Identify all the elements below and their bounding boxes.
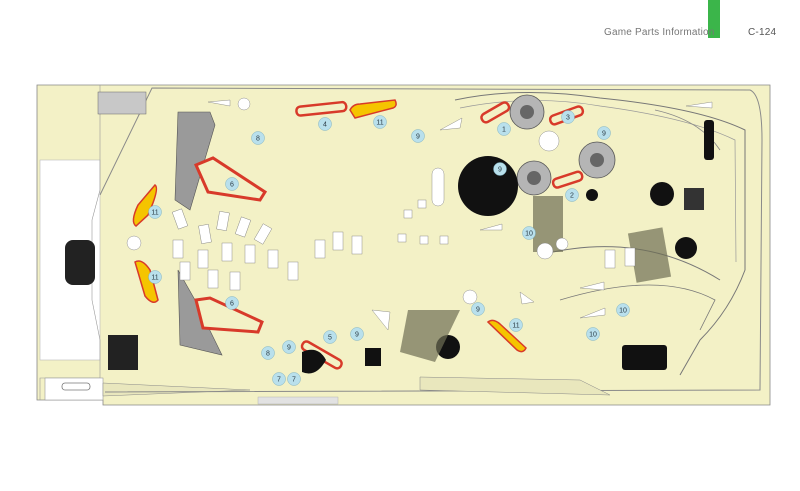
- callout-7a: 7: [272, 372, 286, 386]
- callout-9a-label: 9: [416, 134, 420, 141]
- callout-8b: 8: [261, 346, 275, 360]
- callout-10b: 10: [616, 303, 630, 317]
- callout-1-label: 1: [502, 127, 506, 134]
- callout-10c-label: 10: [589, 332, 597, 339]
- callout-10c: 10: [586, 327, 600, 341]
- callout-9b: 9: [597, 126, 611, 140]
- callout-8a: 8: [251, 131, 265, 145]
- callout-11a-label: 11: [151, 210, 158, 217]
- callout-9f: 9: [282, 340, 296, 354]
- callout-4: 4: [318, 117, 332, 131]
- callout-8b-label: 8: [266, 351, 270, 358]
- callout-11b-label: 11: [151, 275, 158, 282]
- callout-9f-label: 9: [287, 345, 291, 352]
- callout-3: 3: [561, 110, 575, 124]
- callout-11d: 11: [509, 318, 523, 332]
- header-accent-bar: [708, 0, 720, 38]
- callout-7b-label: 7: [292, 377, 296, 384]
- callout-10a: 10: [522, 226, 536, 240]
- inserts: [126, 97, 713, 331]
- callout-8a-label: 8: [256, 136, 260, 143]
- callout-2: 2: [565, 188, 579, 202]
- callout-5: 5: [323, 330, 337, 344]
- callout-5-label: 5: [328, 335, 332, 342]
- callout-1: 1: [497, 122, 511, 136]
- callout-3-label: 3: [566, 115, 570, 122]
- callout-10b-label: 10: [619, 308, 627, 315]
- callout-2-label: 2: [570, 193, 574, 200]
- callout-9d: 9: [471, 302, 485, 316]
- pop-bumpers: [509, 94, 616, 196]
- flippers: [132, 99, 527, 353]
- callout-6b-label: 6: [230, 301, 234, 308]
- callout-11a: 11: [148, 205, 162, 219]
- callout-11c: 11: [373, 115, 387, 129]
- callout-10a-label: 10: [525, 231, 533, 238]
- callout-6a-label: 6: [230, 182, 234, 189]
- callout-9a: 9: [411, 129, 425, 143]
- callout-9d-label: 9: [476, 307, 480, 314]
- callout-9e: 9: [350, 327, 364, 341]
- callout-9c-label: 9: [498, 167, 502, 174]
- callout-11c-label: 11: [376, 120, 383, 127]
- callout-4-label: 4: [323, 122, 327, 129]
- callout-7b: 7: [287, 372, 301, 386]
- callout-9b-label: 9: [602, 131, 606, 138]
- callout-11b: 11: [148, 270, 162, 284]
- ramps: [400, 196, 672, 362]
- callout-6a: 6: [225, 177, 239, 191]
- callout-11d-label: 11: [512, 323, 519, 330]
- left-lower-structure: [65, 91, 268, 370]
- callout-9e-label: 9: [355, 332, 359, 339]
- header-title: Game Parts Information: [604, 27, 715, 38]
- callout-6b: 6: [225, 296, 239, 310]
- callout-7a-label: 7: [277, 377, 281, 384]
- callouts: 1 2 3 4 5 6 6 7: [148, 110, 630, 386]
- callout-9c: 9: [493, 162, 507, 176]
- page-number: C-124: [748, 27, 777, 38]
